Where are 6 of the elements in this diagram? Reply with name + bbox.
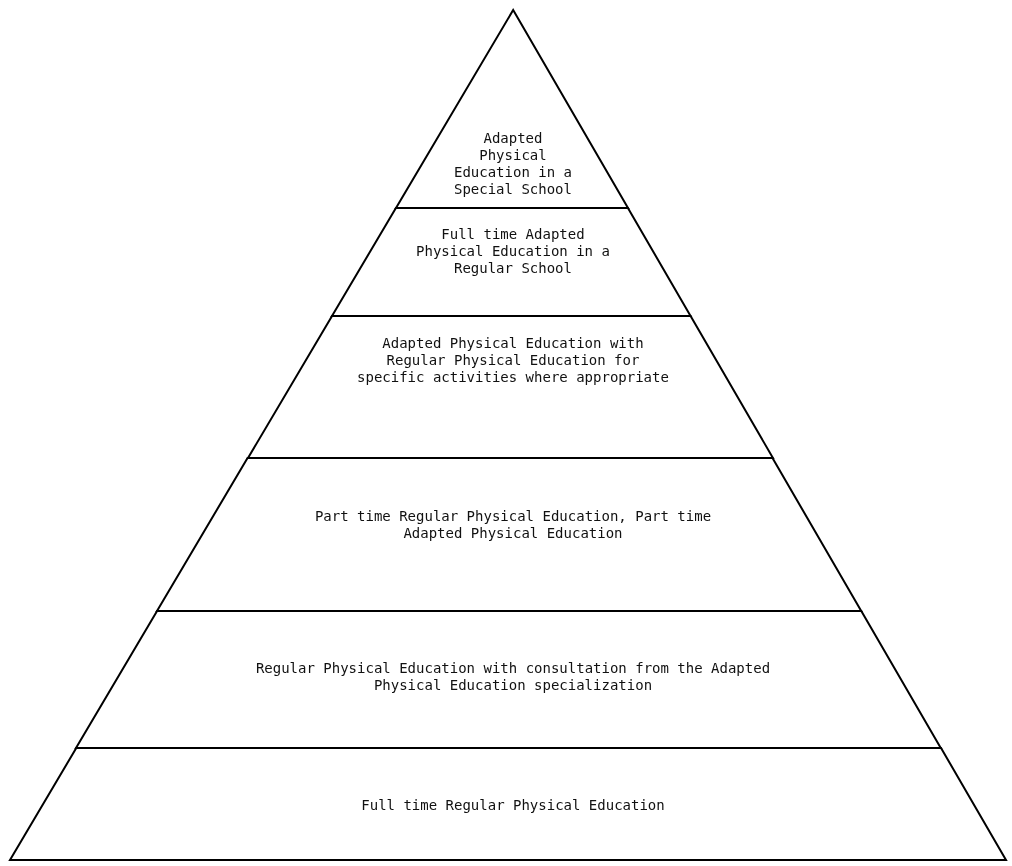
tier-label: Regular Physical Education with consultation from the Adapted Physical Education specialization (254, 660, 772, 694)
tier-label: Adapted Physical Education with Regular Physical Education for specific activities where appropriate (356, 335, 670, 386)
tier-label: Part time Regular Physical Education, Part time Adapted Physical Education (313, 508, 713, 542)
tier-label: Full time Adapted Physical Education in a Regular School (415, 226, 611, 277)
tier-label: Adapted Physical Education in a Special School (452, 130, 573, 198)
tier-label: Full time Regular Physical Education (360, 797, 666, 814)
